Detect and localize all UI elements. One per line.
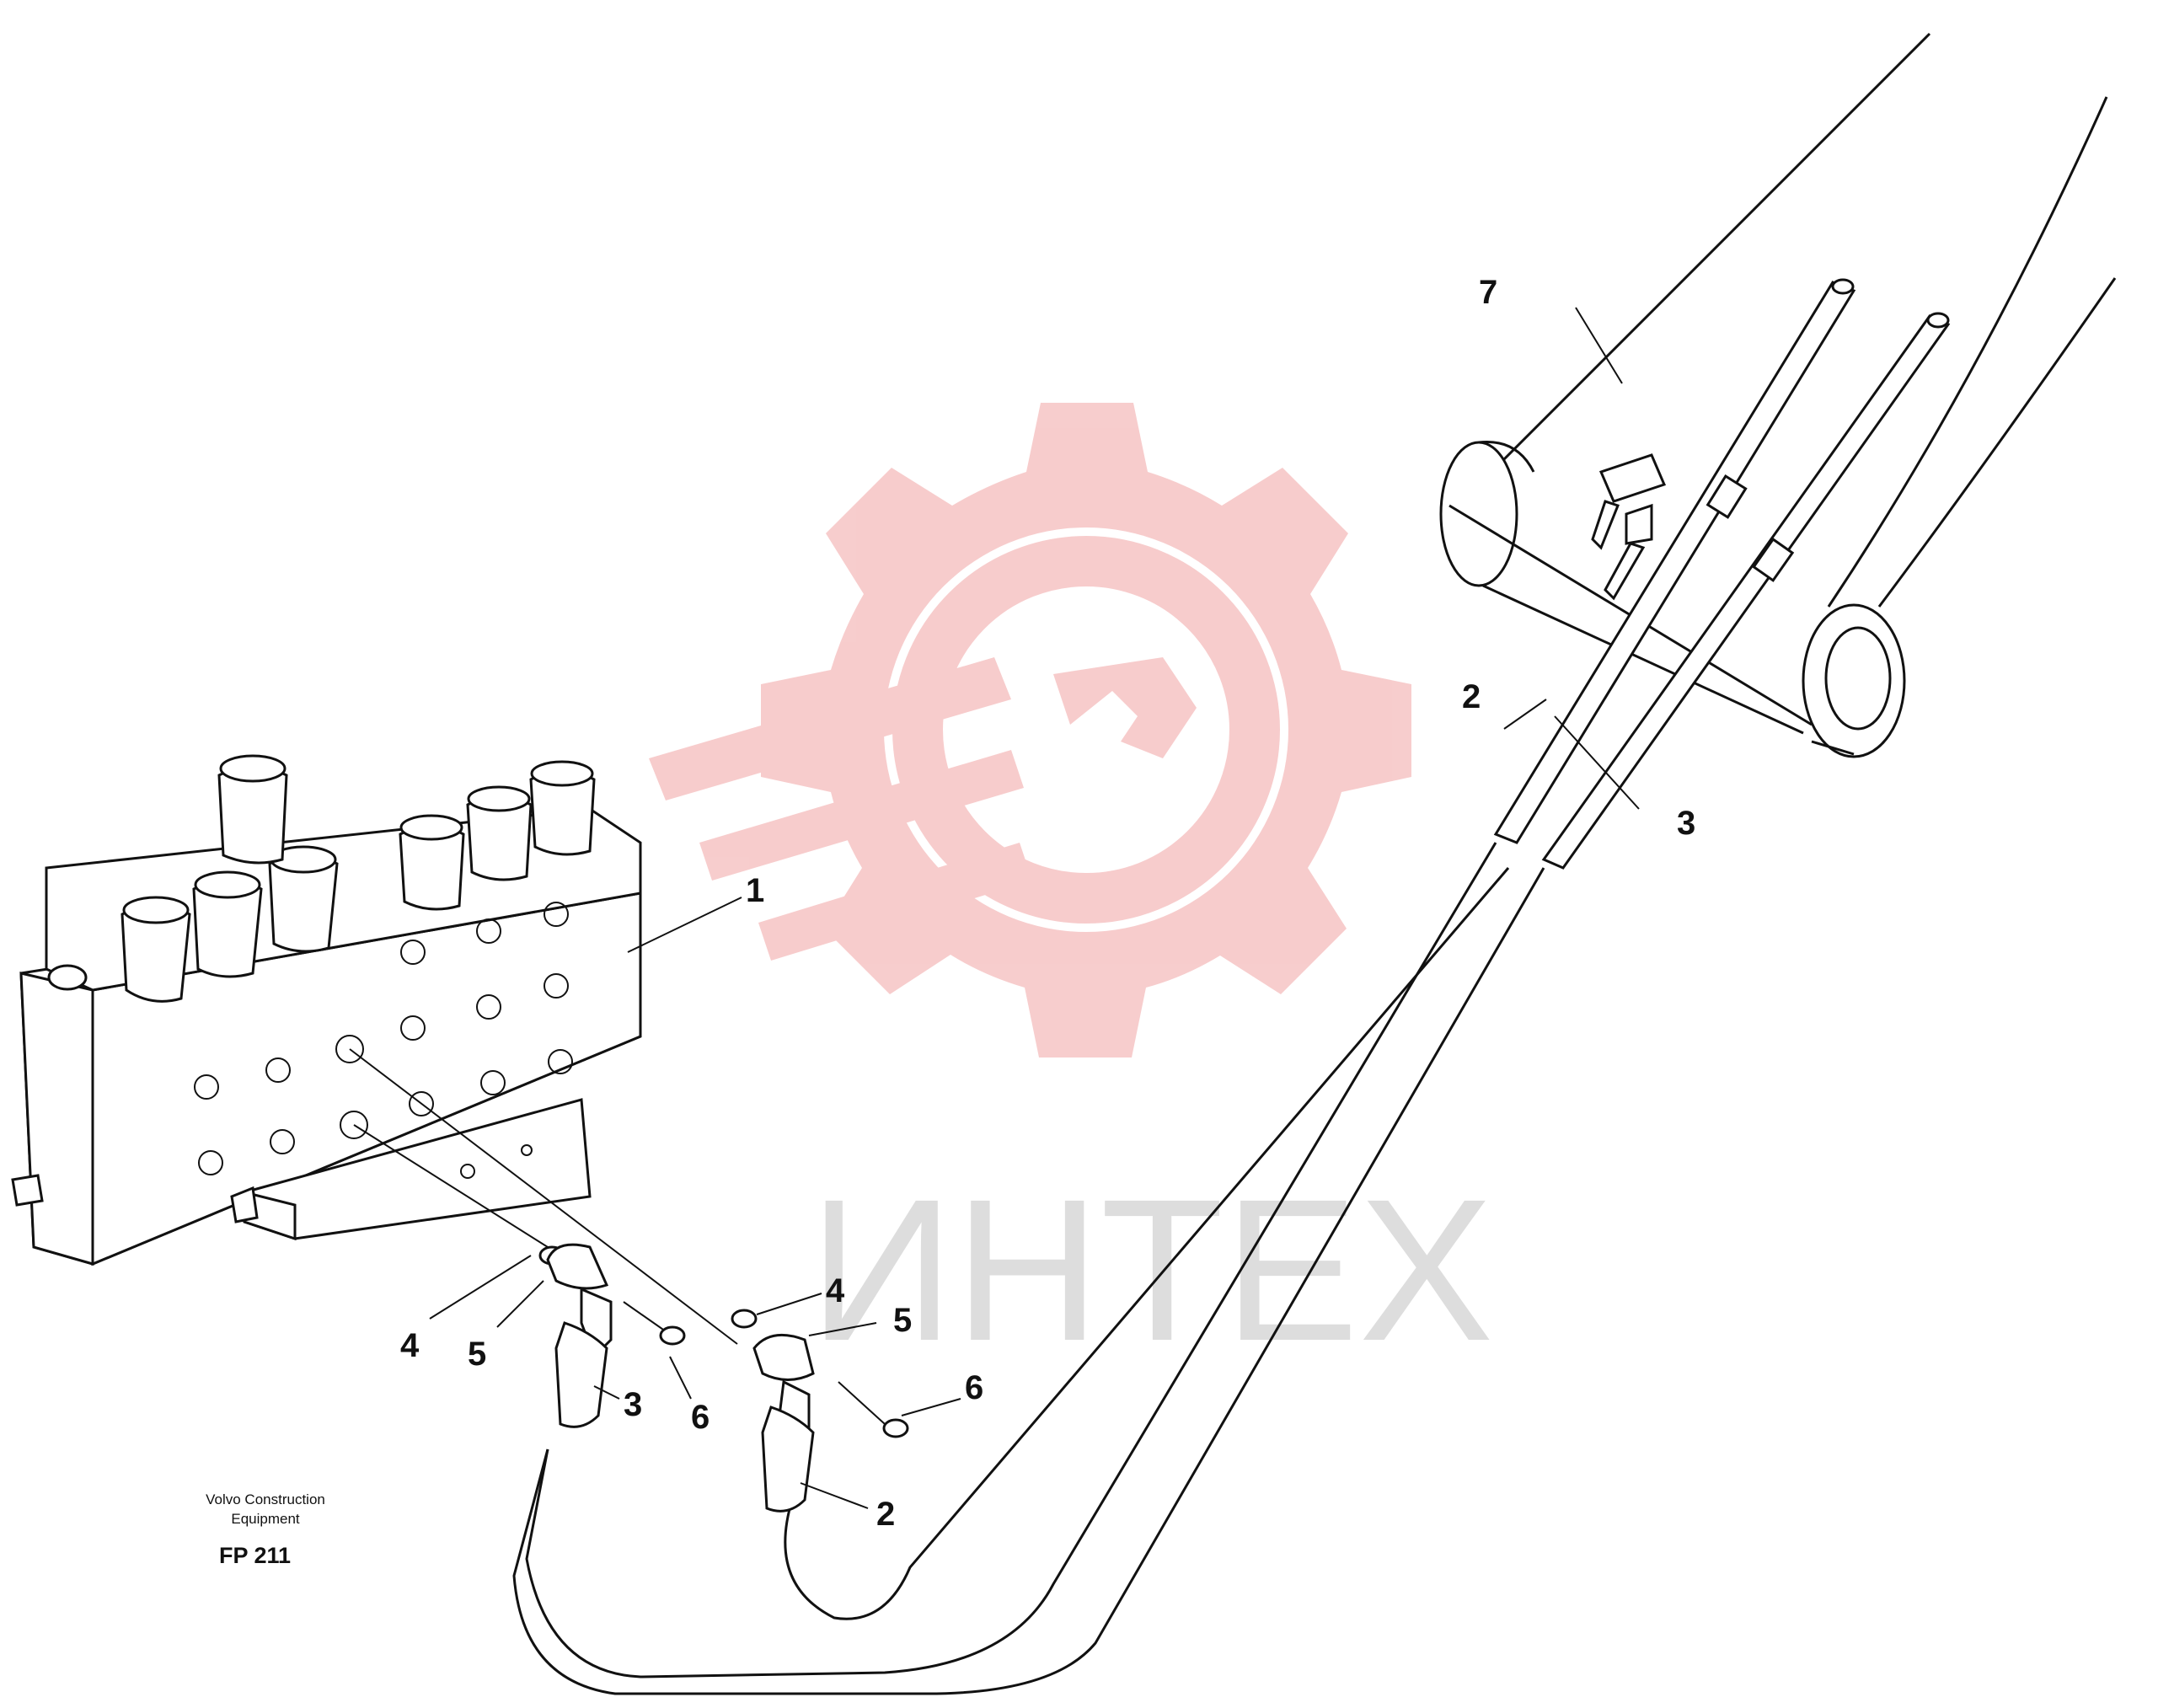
hose-fitting-right (731, 1309, 909, 1513)
watermark-text: ИНТЕХ (809, 1157, 1494, 1383)
callout-3-boom: 3 (1677, 805, 1695, 842)
callout-7: 7 (1479, 274, 1497, 311)
callout-5-left: 5 (468, 1336, 486, 1373)
control-valve-block (11, 754, 642, 1266)
callout-4-left: 4 (400, 1327, 420, 1364)
callout-5-right: 5 (893, 1302, 912, 1339)
fitting-left (11, 1174, 44, 1207)
caption-line-1: Volvo Construction (206, 1491, 325, 1507)
leader-lines (429, 307, 1640, 1509)
caption-line-2: Equipment (231, 1511, 300, 1527)
callout-2-boom: 2 (1462, 678, 1481, 715)
hose-assembly (512, 842, 1545, 1695)
hose-fitting-left (349, 1048, 738, 1428)
solenoid-coil (120, 754, 596, 1003)
boom-pin (1591, 453, 1667, 601)
callouts: 1 2 3 7 4 5 3 6 4 5 6 2 (400, 274, 1695, 1533)
rigid-tube-pair (1493, 278, 1951, 870)
callout-1: 1 (746, 872, 764, 909)
boom-arm (1439, 32, 2117, 870)
callout-2-right: 2 (876, 1496, 895, 1533)
callout-6-right: 6 (965, 1369, 983, 1406)
gear-wrench-logo-icon: ИНТЕХ (649, 403, 1494, 1383)
valve-ports (194, 902, 573, 1179)
figure-number: FP 211 (219, 1543, 291, 1568)
fitting-front (230, 1186, 259, 1223)
callout-6-left: 6 (691, 1399, 710, 1436)
callout-3-left: 3 (624, 1386, 642, 1423)
callout-4-right: 4 (826, 1272, 845, 1309)
figure-caption: Volvo Construction Equipment FP 211 (206, 1491, 325, 1568)
